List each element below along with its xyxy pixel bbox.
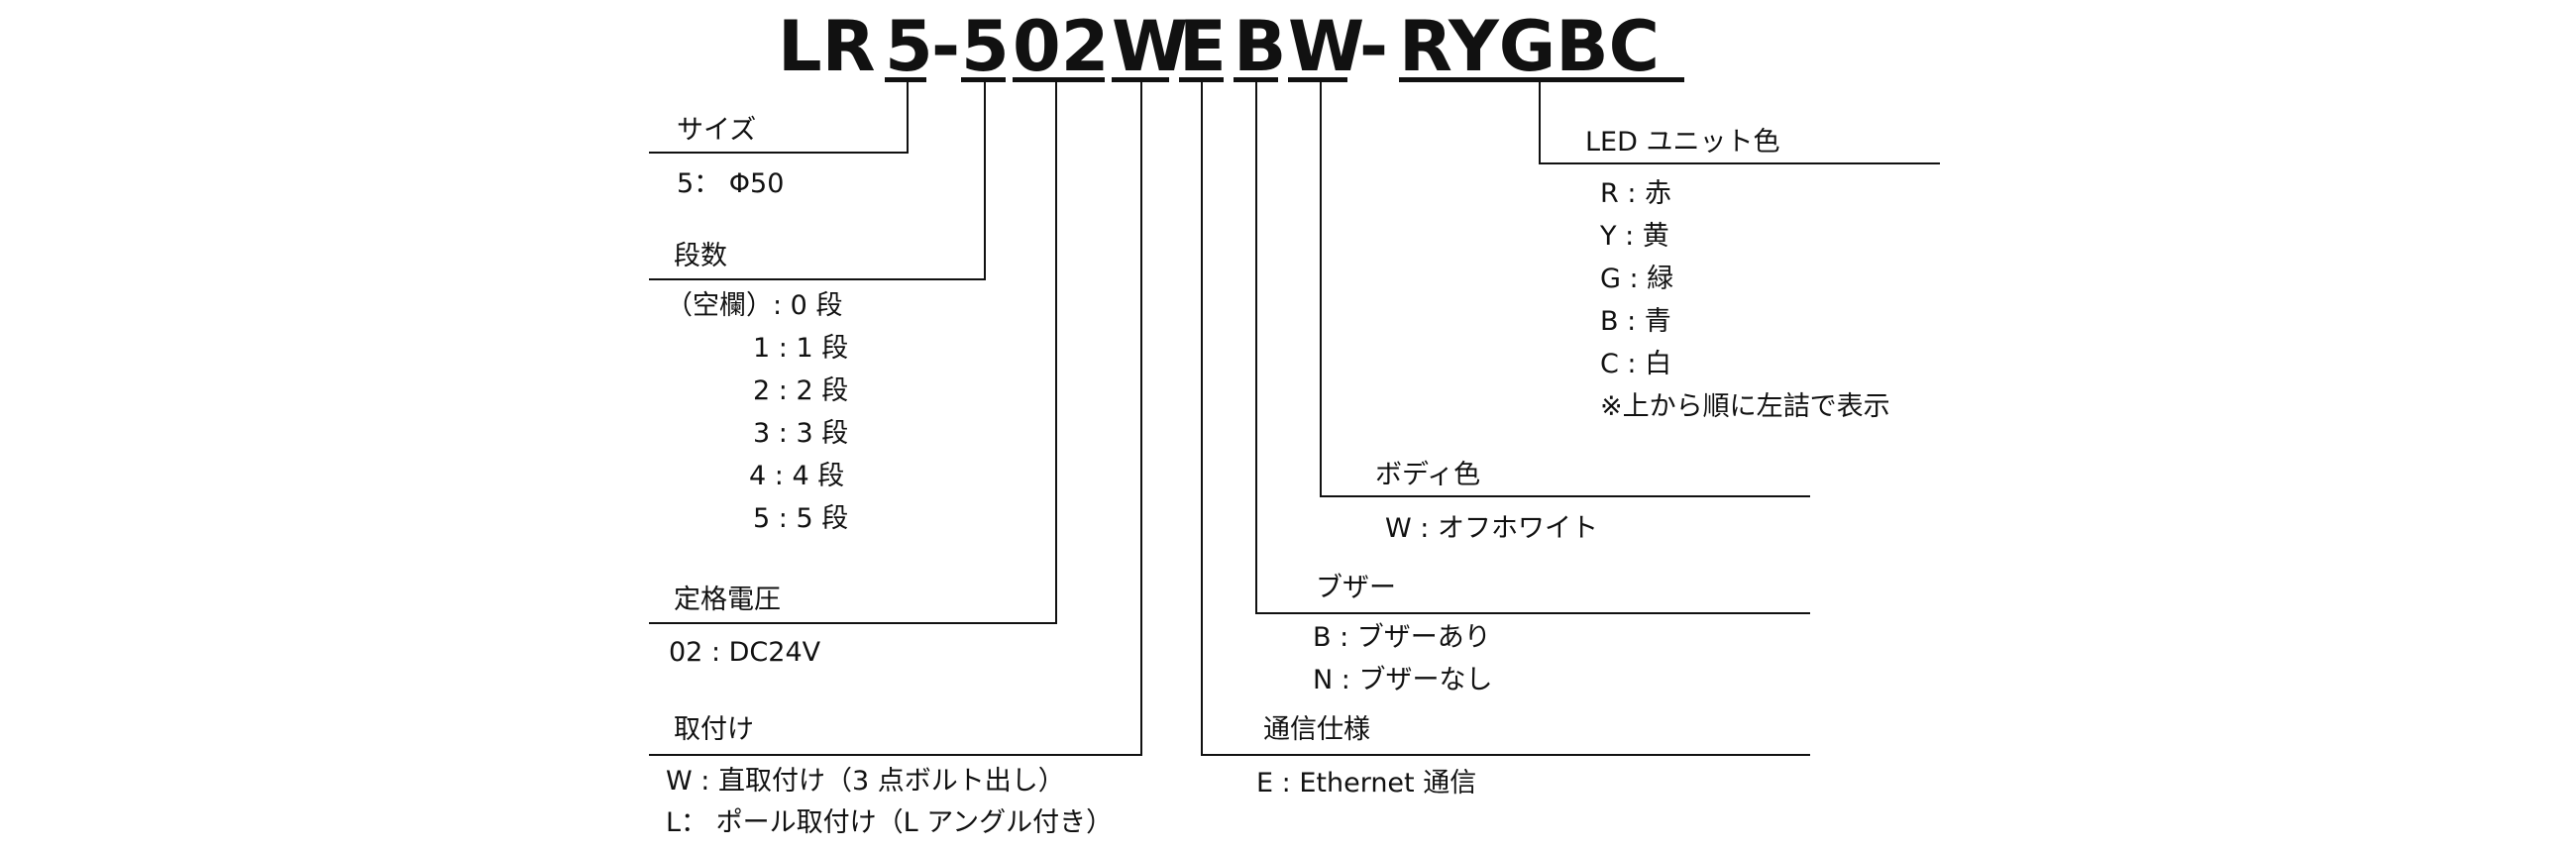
communication-option: E : Ethernet 通信 [1256, 768, 1477, 799]
model-comm-code: E [1179, 6, 1227, 87]
tiers-option: 4 : 4 段 [749, 461, 845, 491]
size-option: 5： Φ50 [677, 168, 785, 199]
underline-voltage [1013, 77, 1105, 82]
underline-mount [1112, 77, 1169, 82]
leader-mount-vertical [1140, 82, 1142, 756]
led-color-note: ※上から順に左詰で表示 [1600, 391, 1890, 422]
leader-comm-horizontal [1201, 754, 1810, 756]
voltage-title: 定格電圧 [674, 585, 781, 615]
led-color-option: Y : 黄 [1600, 221, 1669, 252]
leader-tier-horizontal [649, 278, 986, 280]
leader-comm-vertical [1201, 82, 1203, 756]
led-color-option: G : 緑 [1600, 264, 1674, 294]
model-dash-1: - [931, 6, 961, 87]
size-title: サイズ [677, 115, 757, 146]
led-color-option: R : 赤 [1600, 178, 1672, 209]
tiers-title: 段数 [674, 241, 727, 271]
buzzer-title: ブザー [1316, 573, 1396, 603]
underline-body [1288, 77, 1347, 82]
leader-size-vertical [907, 82, 909, 154]
underline-size [885, 77, 926, 82]
underline-led [1399, 77, 1684, 82]
leader-voltage-horizontal [649, 622, 1057, 624]
leader-led-horizontal [1539, 162, 1940, 164]
mounting-option: W : 直取付け（3 点ボルト出し） [666, 766, 1065, 797]
model-mount-code: W [1112, 6, 1189, 87]
mounting-title: 取付け [674, 714, 754, 745]
tiers-option: 2 : 2 段 [753, 375, 849, 406]
model-voltage-code: 02 [1013, 6, 1110, 87]
communication-title: 通信仕様 [1263, 714, 1370, 745]
led-color-title: LED ユニット色 [1585, 127, 1780, 158]
leader-body-vertical [1320, 82, 1322, 496]
mounting-option: L： ポール取付け（L アングル付き） [666, 807, 1114, 838]
underline-tier [961, 77, 1006, 82]
buzzer-option: B : ブザーあり [1313, 622, 1491, 653]
buzzer-option: N : ブザーなし [1313, 665, 1493, 695]
leader-voltage-vertical [1055, 82, 1057, 624]
model-tier-code: 5 [961, 6, 1010, 87]
voltage-option: 02 : DC24V [669, 637, 821, 668]
model-led-code: RYGBC [1399, 6, 1660, 87]
model-prefix: LR [778, 6, 876, 87]
tiers-option: 1 : 1 段 [753, 333, 849, 364]
led-color-option: B : 青 [1600, 306, 1671, 337]
model-body-code: W [1288, 6, 1365, 87]
model-buzzer-code: B [1234, 6, 1287, 87]
leader-tier-vertical [984, 82, 986, 280]
body-color-option: W : オフホワイト [1385, 513, 1598, 544]
leader-buzzer-horizontal [1255, 612, 1810, 614]
model-dash-2: - [1359, 6, 1389, 87]
leader-body-horizontal [1320, 495, 1810, 497]
leader-size-horizontal [649, 152, 909, 154]
leader-mount-horizontal [649, 754, 1142, 756]
body-color-title: ボディ色 [1375, 460, 1481, 490]
tiers-option: 3 : 3 段 [753, 418, 849, 449]
led-color-option: C : 白 [1600, 349, 1672, 379]
tiers-option: 5 : 5 段 [753, 503, 849, 534]
underline-comm [1179, 77, 1224, 82]
underline-buzzer [1234, 77, 1278, 82]
model-size-code: 5 [885, 6, 933, 87]
leader-buzzer-vertical [1255, 82, 1257, 614]
leader-led-vertical [1539, 82, 1541, 164]
tiers-option: （空欄）: 0 段 [666, 290, 843, 321]
